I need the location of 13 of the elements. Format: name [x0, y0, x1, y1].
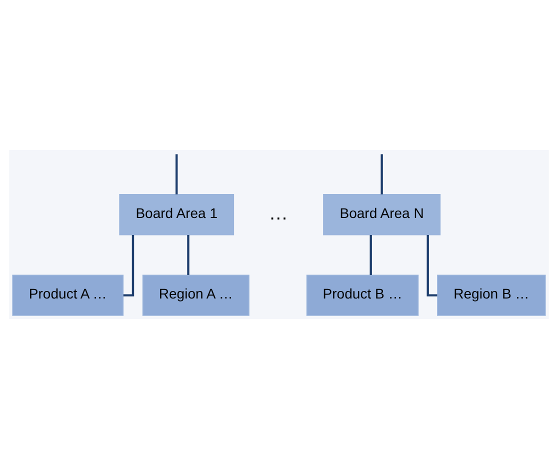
node-box: Region B … [437, 274, 546, 316]
connector [370, 234, 372, 274]
node-box: Product B … [306, 274, 419, 316]
node-box: Product A … [12, 274, 124, 316]
node-box: Board Area N [323, 194, 441, 235]
connector [380, 154, 383, 194]
node-box: Region A … [142, 274, 250, 316]
connector [187, 234, 190, 274]
connector [176, 154, 178, 194]
label: … [268, 203, 288, 224]
connector [123, 234, 134, 296]
node-box: Board Area 1 [119, 194, 234, 235]
connector [426, 234, 438, 296]
